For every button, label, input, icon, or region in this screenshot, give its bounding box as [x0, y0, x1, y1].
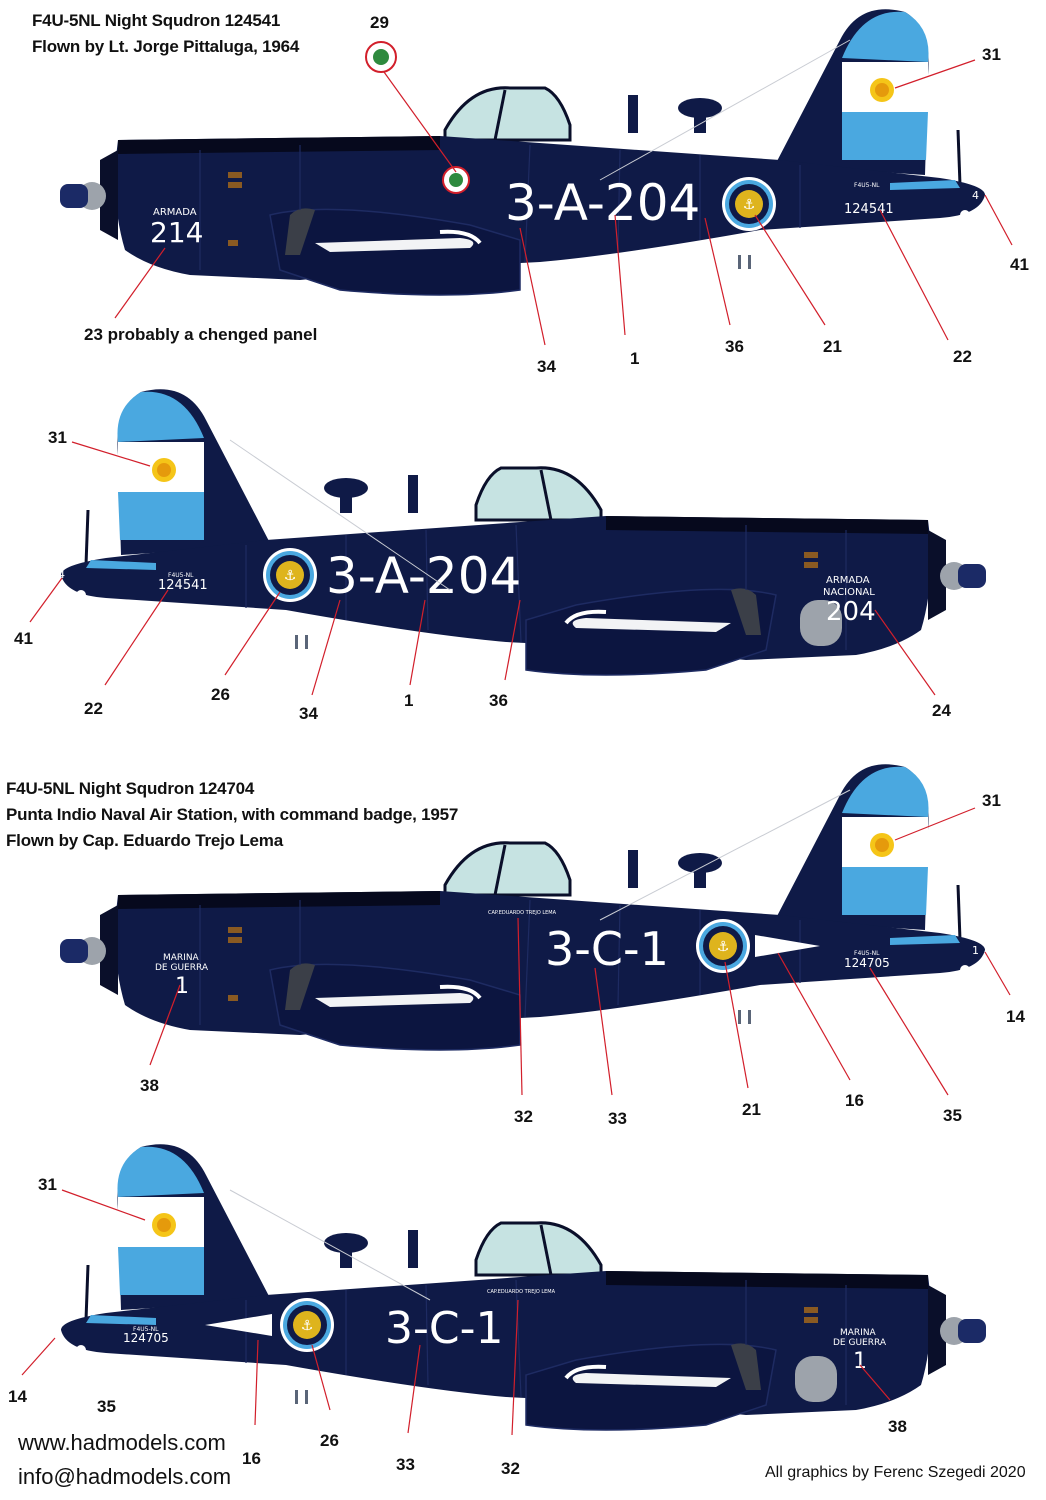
fuselage-roundel: [722, 177, 776, 231]
serial-number: 124541: [158, 578, 208, 593]
callout-22: 22: [84, 699, 103, 718]
callout-38: 38: [140, 1076, 159, 1095]
fuselage-roundel: [696, 919, 750, 973]
tail-number: 1: [49, 1323, 56, 1336]
caption-line: F4U-5NL Night Squdron 124541: [32, 11, 281, 30]
cowl-number: 204: [826, 597, 876, 627]
badge-callout-decal: [365, 41, 397, 73]
website-link[interactable]: www.hadmodels.com: [18, 1430, 226, 1455]
callout-31: 31: [48, 428, 67, 447]
callout-36: 36: [725, 337, 744, 356]
cowl-label: MARINA: [840, 1328, 877, 1338]
caption-line: Punta Indio Naval Air Station, with comm…: [6, 805, 459, 824]
fuselage-code: 3-C-1: [385, 1303, 503, 1354]
callout-14: 14: [1006, 1007, 1025, 1026]
serial-top: F4U5-NL: [168, 572, 194, 579]
cowl-label: DE GUERRA: [155, 963, 209, 973]
callout-35: 35: [943, 1106, 962, 1125]
cowl-label: ARMADA: [826, 575, 870, 586]
fuselage-code: 3-A-204: [326, 547, 521, 605]
cowl-number: 214: [150, 216, 203, 249]
callout-31: 31: [982, 45, 1001, 64]
callout-31: 31: [38, 1175, 57, 1194]
callout-26: 26: [320, 1431, 339, 1450]
callout-24: 24: [932, 701, 951, 720]
tail-number: 4: [58, 568, 65, 581]
fuselage-code: 3-C-1: [545, 922, 669, 976]
email-link[interactable]: info@hadmodels.com: [18, 1464, 232, 1489]
caption-line: F4U-5NL Night Squdron 124704: [6, 779, 255, 798]
callout-32: 32: [501, 1459, 520, 1478]
tail-number: 1: [972, 944, 979, 957]
cowl-label: NACIONAL: [823, 587, 875, 598]
pilot-name: CAP.EDUARDO TREJO LEMA: [488, 910, 557, 916]
serial-number: 124541: [844, 202, 894, 217]
note-changed-panel: 23 probably a chenged panel: [84, 325, 317, 344]
fuselage-code: 3-A-204: [505, 174, 700, 232]
squadron-badge: [442, 166, 470, 194]
pilot-name: CAP.EDUARDO TREJO LEMA: [487, 1289, 556, 1295]
callout-29: 29: [370, 13, 389, 32]
callout-16: 16: [242, 1449, 261, 1468]
serial-number: 124705: [123, 1331, 169, 1345]
callout-41: 41: [14, 629, 33, 648]
profile-3-caption: F4U-5NL Night Squdron 124704 Punta Indio…: [6, 776, 458, 854]
aircraft-profile-1: 3-A-204 ARMADA 214 F4U5-NL 124541 4 29 3…: [58, 7, 1029, 376]
profile-1-caption: F4U-5NL Night Squdron 124541 Flown by Lt…: [32, 8, 299, 60]
callout-33: 33: [608, 1109, 627, 1128]
callout-21: 21: [742, 1100, 761, 1119]
callout-34: 34: [299, 704, 318, 723]
callout-36: 36: [489, 691, 508, 710]
aircraft-profile-2: 3-A-204 ARMADA NACIONAL 204 F4U5-NL 1245…: [14, 387, 988, 723]
callout-16: 16: [845, 1091, 864, 1110]
callout-38: 38: [888, 1417, 907, 1436]
tail-number: 4: [972, 189, 979, 202]
callout-1: 1: [630, 349, 639, 368]
cowl-number: 1: [853, 1349, 867, 1374]
aircraft-profile-4: 3-C-1 CAP.EDUARDO TREJO LEMA MARINA DE G…: [8, 1142, 988, 1478]
callout-21: 21: [823, 337, 842, 356]
callout-14: 14: [8, 1387, 27, 1406]
callout-1: 1: [404, 691, 413, 710]
cowl-label: MARINA: [163, 953, 200, 963]
serial-top: F4U5-NL: [133, 1326, 159, 1333]
callout-31: 31: [982, 791, 1001, 810]
callout-32: 32: [514, 1107, 533, 1126]
cowl-label: DE GUERRA: [833, 1338, 887, 1348]
aircraft-profile-3: 3-C-1 CAP.EDUARDO TREJO LEMA MARINA DE G…: [58, 762, 1025, 1128]
callout-41: 41: [1010, 255, 1029, 274]
serial-top: F4U5-NL: [854, 950, 880, 957]
callout-22: 22: [953, 347, 972, 366]
callout-33: 33: [396, 1455, 415, 1474]
serial-top: F4U5-NL: [854, 182, 880, 189]
command-chevron: [205, 1314, 272, 1336]
callout-26: 26: [211, 685, 230, 704]
fuselage-roundel: [280, 1298, 334, 1352]
serial-number: 124705: [844, 956, 890, 970]
cowl-number: 1: [175, 974, 189, 999]
caption-line: Flown by Cap. Eduardo Trejo Lema: [6, 831, 283, 850]
command-chevron: [755, 935, 820, 957]
cowl-label: ARMADA: [153, 207, 197, 218]
fuselage-roundel: [263, 548, 317, 602]
graphics-credit: All graphics by Ferenc Szegedi 2020: [765, 1464, 1026, 1481]
callout-34: 34: [537, 357, 556, 376]
callout-35: 35: [97, 1397, 116, 1416]
caption-line: Flown by Lt. Jorge Pittaluga, 1964: [32, 37, 300, 56]
